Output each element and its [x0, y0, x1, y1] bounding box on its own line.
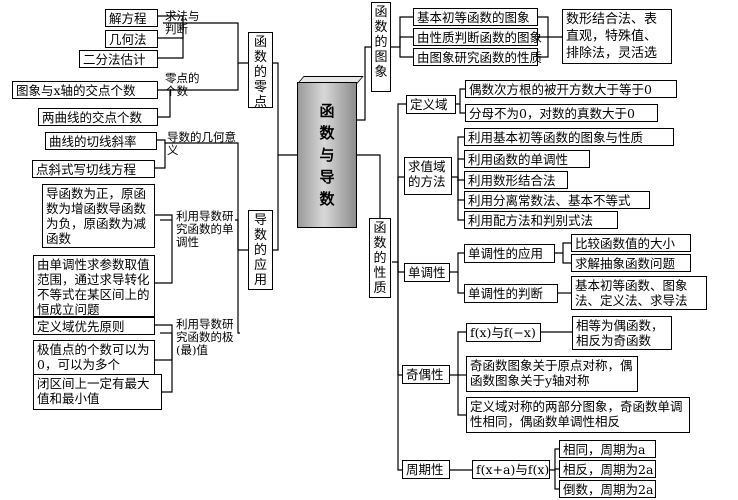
parity-title: 奇偶性: [402, 365, 450, 384]
label-geometric-meaning: 导数的几何意义: [167, 130, 236, 157]
item-basic-graphs: 基本初等函数的图象: [413, 8, 538, 26]
parity-symmetry: 奇函数图象关于原点对称，偶函数图象关于y轴对称: [466, 356, 638, 392]
domain-item-denominator: 分母不为0，对数的真数大于0: [465, 104, 658, 122]
label-solve-judge: 求法与判断: [165, 9, 200, 36]
item-geometry-method: 几何法: [105, 30, 158, 48]
center-topic: 函数与导数: [297, 82, 357, 228]
periodicity-relation: f(x+a)与f(x): [472, 460, 550, 479]
center-title: 函数与导数: [319, 102, 335, 208]
range-item-mono: 利用函数的单调性: [464, 150, 590, 168]
item-curve-intersections: 两曲线的交点个数: [38, 108, 158, 126]
item-derivative-sign: 导函数为正，原函数为增函数导函数为负，原函数为减函数: [42, 184, 155, 248]
range-title: 求值域的方法: [404, 157, 452, 195]
item-x-axis-intersections: 图象与x轴的交点个数: [12, 81, 158, 99]
item-study-by-graph: 由图象研究函数的性质: [413, 48, 542, 66]
label-extrema: 利用导数研究函数的极(最)值: [176, 317, 234, 357]
label-zero-count: 零点的个数: [165, 71, 200, 98]
period-reciprocal: 倒数，周期为2a: [559, 480, 656, 498]
item-parameter-range: 由单调性求参数取值范围，通过求导转化不等式在某区间上的恒成立问题: [33, 255, 155, 317]
function-graph-title: 函数的图象: [371, 2, 391, 92]
item-bisection: 二分法估计: [79, 50, 158, 68]
zero-point-title: 函数的零点: [248, 32, 273, 110]
domain-title: 定义域: [406, 95, 456, 114]
item-tangent-slope: 曲线的切线斜率: [45, 132, 157, 150]
parity-monotonic-relation: 定义域对称的两部分图象，奇函数单调性相同，偶函数单调性相反: [466, 397, 690, 433]
domain-item-even-root: 偶数次方根的被开方数大于等于0: [465, 80, 677, 98]
range-item-graph: 利用数形结合法: [464, 171, 568, 189]
item-point-slope: 点斜式写切线方程: [32, 160, 155, 178]
period-opposite: 相反，周期为2a: [559, 460, 656, 478]
derivative-application-title: 导数的应用: [248, 210, 273, 290]
graph-method-box: 数形结合法、表直观，特殊值、排除法，灵活选: [562, 9, 672, 64]
range-item-separation: 利用分离常数法、基本不等式: [464, 191, 650, 209]
function-properties-title: 函数的性质: [369, 218, 391, 298]
range-item-basic: 利用基本初等函数的图象与性质: [464, 128, 674, 146]
mono-app-abstract: 求解抽象函数问题: [571, 254, 691, 272]
item-judge-by-property: 由性质判断函数的图象: [413, 28, 542, 46]
parity-relation-detail: 相等为偶函数，相反为奇函数: [572, 316, 672, 350]
monotonicity-application: 单调性的应用: [464, 244, 555, 263]
range-item-discriminant: 利用配方法和判别式法: [464, 211, 618, 229]
item-solve-equation: 解方程: [105, 9, 158, 27]
label-monotonicity: 利用导数研究函数的单调性: [176, 209, 234, 249]
item-domain-first: 定义域优先原则: [33, 317, 155, 335]
period-same: 相同，周期为a: [559, 440, 656, 458]
parity-relation: f(x)与f(−x): [466, 323, 541, 342]
item-max-min: 闭区间上一定有最大值和最小值: [33, 374, 162, 410]
item-extremum-count: 极值点的个数可以为0，可以为多个: [33, 340, 155, 376]
periodicity-title: 周期性: [402, 460, 450, 479]
mono-judge-methods: 基本初等函数、图象法、定义法、求导法: [571, 276, 707, 310]
monotonicity-title: 单调性: [404, 263, 450, 282]
mono-app-compare: 比较函数值的大小: [571, 234, 691, 252]
monotonicity-judgement: 单调性的判断: [464, 284, 558, 303]
